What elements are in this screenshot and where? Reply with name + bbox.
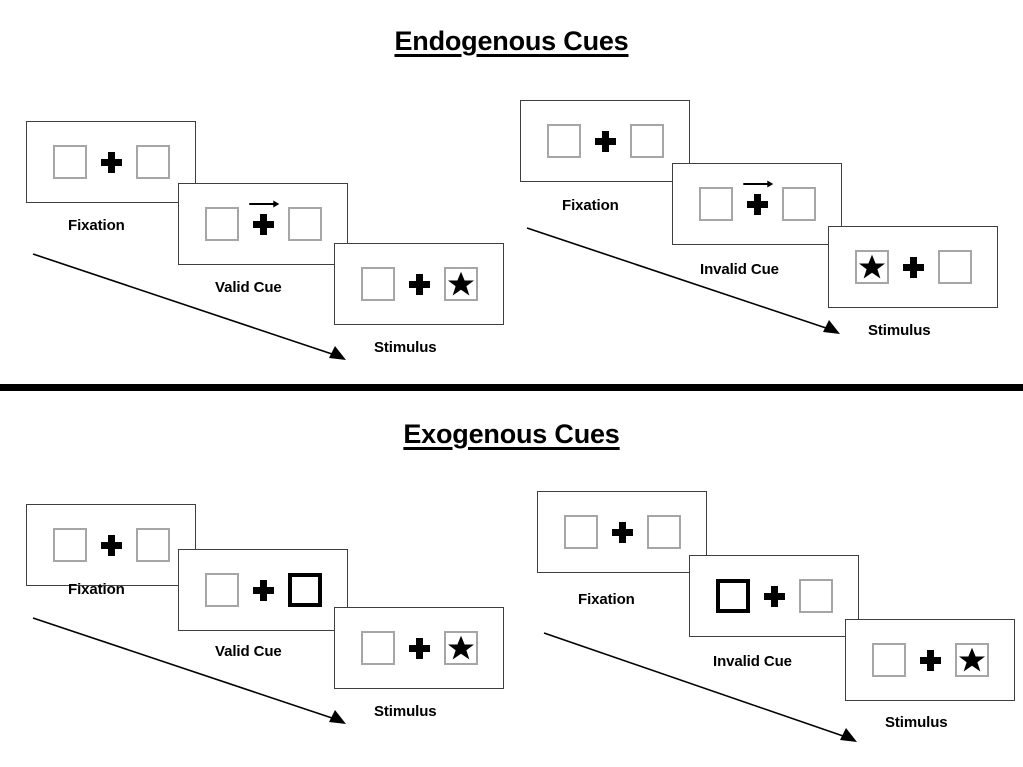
panel-content: [335, 244, 503, 324]
cue-arrow-right-icon: [743, 180, 774, 187]
panel-content: [27, 122, 195, 202]
fixation-cross-icon: [611, 521, 633, 543]
stimulus-box-left: [546, 124, 581, 158]
caption-endogenous-invalid-stimulus: Stimulus: [868, 322, 931, 339]
stimulus-box-right: [443, 631, 478, 665]
panel-content: [521, 101, 689, 181]
fixation-cross-icon: [408, 273, 430, 295]
fixation-cross-icon: [408, 637, 430, 659]
panel-endogenous-valid-cue: [178, 183, 348, 265]
panel-content: [179, 184, 347, 264]
stimulus-box-right: [646, 515, 681, 549]
fixation-cross-icon: [902, 256, 924, 278]
caption-endogenous-invalid-fixation: Fixation: [562, 197, 619, 214]
star-icon: [858, 254, 885, 279]
stimulus-box-right: [937, 250, 972, 284]
stimulus-box-right-cued: [287, 573, 322, 607]
panel-exogenous-valid-fixation: [26, 504, 196, 586]
stimulus-box-left: [204, 207, 239, 241]
panel-content: [673, 164, 841, 244]
fixation-cross-icon: [746, 193, 768, 215]
fixation-center: [395, 637, 444, 659]
caption-endogenous-invalid-cue: Invalid Cue: [700, 261, 779, 278]
fixation-cross-icon: [100, 151, 122, 173]
flow-arrow-endogenous-valid: [32, 253, 346, 360]
panel-endogenous-valid-fixation: [26, 121, 196, 203]
panel-endogenous-invalid-fixation: [520, 100, 690, 182]
stimulus-box-left: [698, 187, 733, 221]
caption-endogenous-valid-fixation: Fixation: [68, 217, 125, 234]
panel-exogenous-invalid-fixation: [537, 491, 707, 573]
cue-arrow-right-icon: [249, 200, 280, 207]
fixation-center: [239, 200, 288, 235]
panel-content: [335, 608, 503, 688]
fixation-cross-icon: [252, 213, 274, 235]
caption-exogenous-valid-fixation: Fixation: [68, 581, 125, 598]
stimulus-box-left: [360, 631, 395, 665]
panel-content: [538, 492, 706, 572]
stimulus-box-right: [798, 579, 833, 613]
fixation-cross-icon: [252, 579, 274, 601]
stimulus-box-left: [563, 515, 598, 549]
caption-exogenous-invalid-fixation: Fixation: [578, 591, 635, 608]
panel-content: [179, 550, 347, 630]
stimulus-box-right: [135, 528, 170, 562]
panel-endogenous-valid-stimulus: [334, 243, 504, 325]
fixation-center: [239, 579, 288, 601]
fixation-center: [906, 649, 955, 671]
flow-arrow-exogenous-invalid: [543, 632, 857, 742]
panel-endogenous-invalid-cue: [672, 163, 842, 245]
flow-arrow-endogenous-invalid: [526, 227, 840, 334]
fixation-cross-icon: [594, 130, 616, 152]
stimulus-box-right: [135, 145, 170, 179]
caption-exogenous-invalid-stimulus: Stimulus: [885, 714, 948, 731]
fixation-cross-icon: [100, 534, 122, 556]
panel-exogenous-invalid-cue: [689, 555, 859, 637]
section-divider: [0, 384, 1023, 391]
fixation-center: [750, 585, 799, 607]
stimulus-box-right: [954, 643, 989, 677]
panel-endogenous-invalid-stimulus: [828, 226, 998, 308]
fixation-center: [87, 534, 136, 556]
caption-endogenous-valid-stimulus: Stimulus: [374, 339, 437, 356]
panel-content: [690, 556, 858, 636]
fixation-center: [87, 151, 136, 173]
stimulus-box-left-cued: [715, 579, 750, 613]
panel-content: [846, 620, 1014, 700]
fixation-center: [598, 521, 647, 543]
panel-exogenous-valid-cue: [178, 549, 348, 631]
star-icon: [958, 647, 985, 672]
panel-exogenous-invalid-stimulus: [845, 619, 1015, 701]
stimulus-box-left: [52, 145, 87, 179]
stimulus-box-left: [854, 250, 889, 284]
fixation-center: [395, 273, 444, 295]
section-title-exogenous: Exogenous Cues: [403, 419, 620, 449]
stimulus-box-left: [52, 528, 87, 562]
fixation-center: [581, 130, 630, 152]
stimulus-box-right: [781, 187, 816, 221]
stimulus-box-right: [287, 207, 322, 241]
stimulus-box-left: [360, 267, 395, 301]
panel-content: [829, 227, 997, 307]
caption-exogenous-invalid-cue: Invalid Cue: [713, 653, 792, 670]
section-title-endogenous: Endogenous Cues: [394, 26, 629, 56]
stimulus-box-left: [204, 573, 239, 607]
stimulus-box-right: [443, 267, 478, 301]
star-icon: [447, 271, 474, 296]
fixation-center: [733, 180, 782, 215]
stimulus-box-left: [871, 643, 906, 677]
caption-endogenous-valid-cue: Valid Cue: [215, 279, 282, 296]
fixation-cross-icon: [763, 585, 785, 607]
star-icon: [447, 635, 474, 660]
panel-exogenous-valid-stimulus: [334, 607, 504, 689]
panel-content: [27, 505, 195, 585]
fixation-cross-icon: [919, 649, 941, 671]
fixation-center: [889, 256, 938, 278]
caption-exogenous-valid-cue: Valid Cue: [215, 643, 282, 660]
stimulus-box-right: [629, 124, 664, 158]
caption-exogenous-valid-stimulus: Stimulus: [374, 703, 437, 720]
flow-arrow-exogenous-valid: [32, 617, 346, 724]
